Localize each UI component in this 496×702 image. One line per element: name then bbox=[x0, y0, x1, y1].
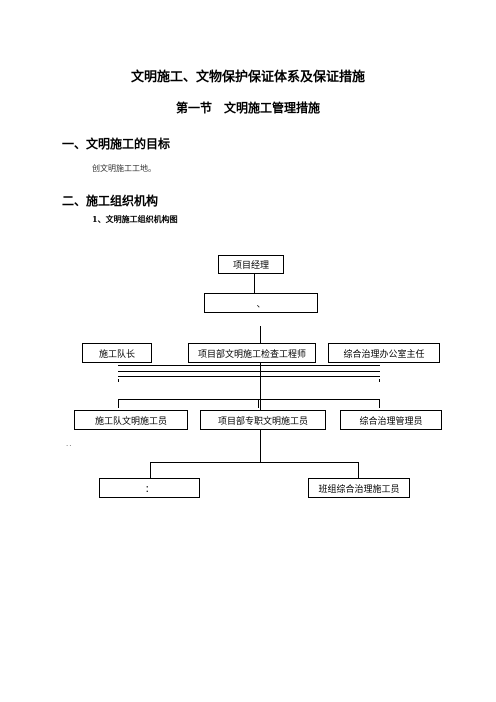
connector-line bbox=[150, 462, 151, 478]
connector-line bbox=[379, 399, 380, 408]
connector-line bbox=[358, 462, 359, 478]
org-node-management-officer: 综合治理管理员 bbox=[340, 410, 442, 430]
section-title: 第一节 文明施工管理措施 bbox=[175, 101, 320, 115]
connector-line bbox=[118, 371, 380, 372]
connector-line bbox=[260, 326, 261, 462]
org-node-team-officer: 施工队文明施工员 bbox=[74, 410, 188, 430]
connector-line bbox=[258, 399, 259, 408]
org-node-inspection-engineer: 项目部文明施工检查工程师 bbox=[188, 343, 316, 363]
connector-line bbox=[118, 376, 380, 377]
connector-line bbox=[150, 462, 358, 463]
connector-tick bbox=[118, 379, 119, 382]
connector-line bbox=[118, 399, 119, 408]
connector-line bbox=[118, 365, 380, 366]
connector-tick bbox=[379, 379, 380, 382]
stray-marks: .. bbox=[66, 440, 73, 448]
org-node-fulltime-officer: 项目部专职文明施工员 bbox=[200, 410, 326, 430]
heading-organization: 二、施工组织机构 bbox=[62, 194, 159, 208]
document-title: 文明施工、文物保护保证体系及保证措施 bbox=[130, 70, 365, 85]
org-node-unlabeled: ： bbox=[99, 478, 200, 498]
connector-line bbox=[254, 274, 255, 293]
org-node-project-manager: 项目经理 bbox=[218, 255, 284, 274]
org-node-second-level: 、 bbox=[204, 293, 318, 313]
subheading-org-chart: 1、文明施工组织机构图 bbox=[92, 214, 178, 224]
goal-text: 创文明施工工地。 bbox=[92, 164, 156, 173]
org-node-team-leader: 施工队长 bbox=[82, 343, 152, 363]
org-node-office-director: 综合治理办公室主任 bbox=[328, 343, 440, 363]
heading-goal: 一、文明施工的目标 bbox=[62, 137, 171, 151]
org-node-group-officer: 班组综合治理施工员 bbox=[308, 478, 410, 498]
connector-line bbox=[118, 399, 380, 400]
